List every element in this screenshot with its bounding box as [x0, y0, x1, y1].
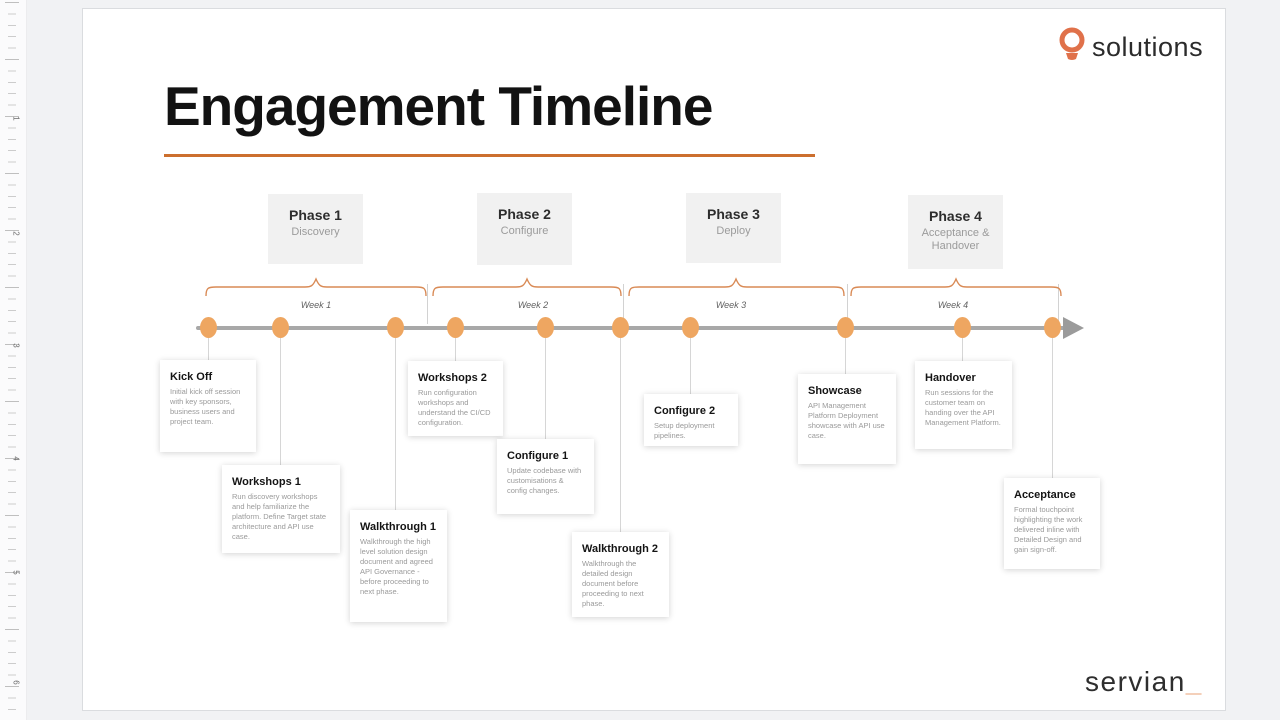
milestone-description: API Management Platform Deployment showc… [808, 401, 885, 440]
phase-name: Phase 4 [929, 208, 982, 224]
milestone-card-walkthrough-1[interactable]: Walkthrough 1 Walkthrough the high level… [350, 510, 447, 622]
phase-box-1[interactable]: Phase 1 Discovery [268, 194, 363, 264]
ruler-number: 6 [11, 680, 21, 685]
brace-week1-icon [205, 277, 427, 297]
week-label-3: Week 3 [715, 300, 747, 310]
brace-week4-icon [850, 277, 1062, 297]
milestone-dot [612, 317, 629, 338]
milestone-description: Setup deployment pipelines. [654, 421, 715, 440]
milestone-title: Configure 1 [507, 450, 569, 462]
title-underline [164, 154, 815, 157]
week-divider-line [1058, 284, 1059, 324]
milestone-title: Workshops 2 [418, 372, 487, 384]
milestone-card-configure-1[interactable]: Configure 1 Update codebase with customi… [497, 439, 594, 514]
timeline-line [196, 326, 1066, 330]
servian-logo-underscore: _ [1185, 666, 1203, 697]
milestone-dot [1044, 317, 1061, 338]
milestone-dot [447, 317, 464, 338]
milestone-description: Update codebase with customisations & co… [507, 466, 582, 495]
connector-line [690, 338, 691, 396]
milestone-title: Showcase [808, 385, 862, 397]
connector-line [455, 338, 456, 363]
servian-logo-text: servian [1085, 666, 1186, 697]
solutions-logo[interactable]: solutions [1056, 26, 1203, 69]
week-label-4: Week 4 [937, 300, 969, 310]
connector-line [962, 338, 963, 363]
week-label-2: Week 2 [517, 300, 549, 310]
phase-box-4[interactable]: Phase 4 Acceptance & Handover [908, 195, 1003, 269]
milestone-title: Workshops 1 [232, 476, 301, 488]
milestone-dot [537, 317, 554, 338]
milestone-title: Configure 2 [654, 405, 716, 417]
servian-logo[interactable]: servian_ [1085, 666, 1203, 698]
phase-box-2[interactable]: Phase 2 Configure [477, 193, 572, 265]
solutions-logo-text: solutions [1092, 32, 1204, 62]
milestone-dot [272, 317, 289, 338]
timeline-arrow-icon [1063, 317, 1084, 339]
ruler-number: 4 [11, 456, 21, 461]
milestone-dot [954, 317, 971, 338]
milestone-description: Walkthrough the high level solution desi… [360, 537, 433, 596]
milestone-dot [682, 317, 699, 338]
milestone-description: Run sessions for the customer team on ha… [925, 388, 1001, 427]
milestone-card-walkthrough-2[interactable]: Walkthrough 2 Walkthrough the detailed d… [572, 532, 669, 617]
milestone-description: Run configuration workshops and understa… [418, 388, 491, 427]
milestone-card-kick-off[interactable]: Kick Off Initial kick off session with k… [160, 360, 256, 452]
ruler-number: 3 [11, 343, 21, 348]
phase-name: Phase 3 [707, 206, 760, 222]
milestone-card-configure-2[interactable]: Configure 2 Setup deployment pipelines. [644, 394, 738, 446]
phase-subtitle: Acceptance & Handover [921, 227, 990, 252]
connector-line [545, 338, 546, 441]
connector-line [1052, 338, 1053, 480]
milestone-description: Run discovery workshops and help familia… [232, 492, 327, 541]
ruler-number: 5 [11, 570, 21, 575]
milestone-title: Walkthrough 1 [360, 521, 436, 533]
week-divider-line [623, 284, 624, 324]
ruler-number: 2 [11, 231, 21, 236]
week-divider-line [427, 284, 428, 324]
milestone-title: Acceptance [1014, 489, 1076, 501]
milestone-description: Formal touchpoint highlighting the work … [1014, 505, 1083, 554]
milestone-card-handover[interactable]: Handover Run sessions for the customer t… [915, 361, 1012, 449]
milestone-dot [200, 317, 217, 338]
milestone-title: Walkthrough 2 [582, 543, 658, 555]
milestone-description: Walkthrough the detailed design document… [582, 559, 644, 608]
week-label-1: Week 1 [300, 300, 332, 310]
lightbulb-icon [1056, 26, 1089, 69]
milestone-card-acceptance[interactable]: Acceptance Formal touchpoint highlightin… [1004, 478, 1100, 569]
phase-name: Phase 1 [289, 207, 342, 223]
phase-box-3[interactable]: Phase 3 Deploy [686, 193, 781, 263]
connector-line [208, 338, 209, 362]
vertical-ruler: 1 2 3 4 5 6 [0, 0, 27, 720]
milestone-description: Initial kick off session with key sponso… [170, 387, 241, 426]
brace-week3-icon [628, 277, 845, 297]
milestone-title: Kick Off [170, 371, 213, 383]
milestone-card-workshops-1[interactable]: Workshops 1 Run discovery workshops and … [222, 465, 340, 553]
milestone-card-workshops-2[interactable]: Workshops 2 Run configuration workshops … [408, 361, 503, 436]
phase-subtitle: Discovery [291, 226, 340, 238]
phase-subtitle: Configure [500, 225, 549, 237]
week-divider-line [847, 284, 848, 324]
brace-week2-icon [432, 277, 622, 297]
milestone-card-showcase[interactable]: Showcase API Management Platform Deploym… [798, 374, 896, 464]
milestone-dot [837, 317, 854, 338]
connector-line [280, 338, 281, 467]
milestone-title: Handover [925, 372, 976, 384]
milestone-dot [387, 317, 404, 338]
ruler-number: 1 [11, 116, 21, 121]
connector-line [395, 338, 396, 512]
slide-title[interactable]: Engagement Timeline [164, 75, 713, 137]
phase-subtitle: Deploy [716, 225, 751, 237]
connector-line [845, 338, 846, 376]
connector-line [620, 338, 621, 534]
phase-name: Phase 2 [498, 206, 551, 222]
